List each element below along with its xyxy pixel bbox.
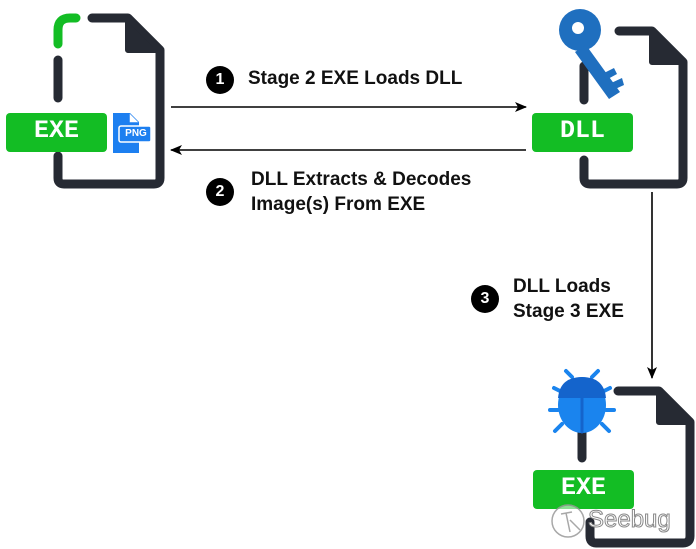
key-icon <box>559 9 624 99</box>
step-3-badge: 3 <box>471 285 499 313</box>
step-1-label: Stage 2 EXE Loads DLL <box>248 68 463 89</box>
step-2-label-line1: DLL Extracts & Decodes <box>251 169 472 190</box>
step-2-label-line2: Image(s) From EXE <box>251 194 426 215</box>
dll-file-icon <box>532 26 688 189</box>
step-2-badge: 2 <box>206 178 234 206</box>
watermark-text: Seebug <box>588 506 672 534</box>
exe-stage2-tag: EXE <box>33 116 79 145</box>
exe-stage2-file-icon <box>6 13 165 189</box>
step-1-badge: 1 <box>206 66 234 94</box>
step-3-label-line2: Stage 3 EXE <box>513 301 624 322</box>
png-label: PNG <box>125 128 147 139</box>
png-file-icon <box>113 113 152 153</box>
exe-stage3-file-icon <box>533 386 695 548</box>
seebug-logo-icon <box>551 504 585 538</box>
dll-tag: DLL <box>559 116 605 145</box>
bug-icon <box>548 369 616 434</box>
exe-stage3-tag: EXE <box>560 473 606 502</box>
step-3-label-line1: DLL Loads <box>513 276 611 297</box>
